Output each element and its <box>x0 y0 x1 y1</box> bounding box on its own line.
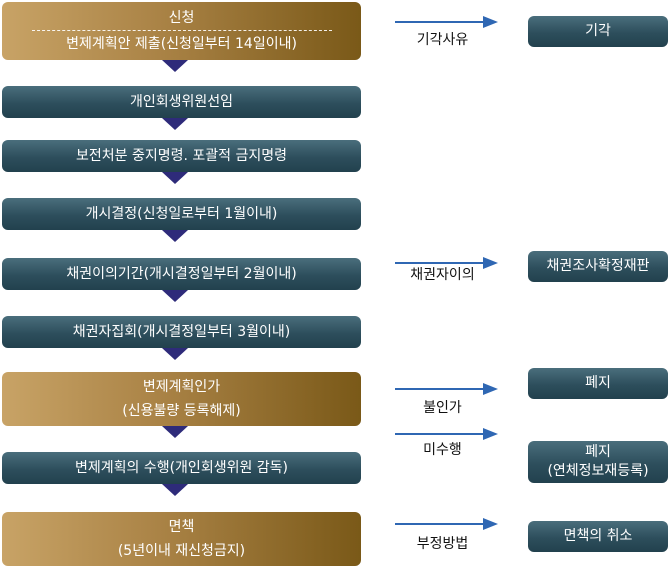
step-application-title: 신청 <box>168 10 195 26</box>
arrow-shaft <box>395 388 485 390</box>
down-arrow-icon <box>162 484 188 496</box>
step-label: 개인회생위원선임 <box>129 94 234 110</box>
arrow-head-icon <box>483 518 498 530</box>
down-arrow-icon <box>162 426 188 438</box>
step-application-detail: 변제계획안 제출(신청일부터 14일이내) <box>66 36 297 52</box>
branch-arrow <box>395 428 500 440</box>
step-application: 신청 변제계획안 제출(신청일부터 14일이내) <box>2 2 361 60</box>
step-commencement-decision: 개시결정(신청일로부터 1월이내) <box>2 198 361 230</box>
step-label: 채권이의기간(개시결정일부터 2월이내) <box>66 266 297 282</box>
result-abolition: 폐지 <box>528 368 668 399</box>
branch-label-fraud: 부정방법 <box>416 536 469 552</box>
branch-arrow <box>395 16 500 28</box>
result-dismissal: 기각 <box>528 16 668 47</box>
branch-label-non-performance: 미수행 <box>423 442 462 458</box>
step-objection-period: 채권이의기간(개시결정일부터 2월이내) <box>2 258 361 290</box>
branch-arrow <box>395 257 500 269</box>
arrow-shaft <box>395 262 485 264</box>
result-label: 기각 <box>585 23 611 39</box>
step-discharge: 면책 (5년이내 재신청금지) <box>2 512 361 566</box>
step-plan-approval-detail: (신용불량 등록해제) <box>122 403 241 419</box>
step-creditors-meeting: 채권자집회(개시결정일부터 3월이내) <box>2 316 361 348</box>
step-preservation-orders: 보전처분 중지명령. 포괄적 금지명령 <box>2 140 361 172</box>
arrow-head-icon <box>483 257 498 269</box>
branch-label-non-approval: 불인가 <box>423 400 462 416</box>
down-arrow-icon <box>162 290 188 302</box>
step-plan-approval-title: 변제계획인가 <box>142 379 221 395</box>
arrow-shaft <box>395 21 485 23</box>
down-arrow-icon <box>162 172 188 184</box>
result-label: 면책의 취소 <box>563 528 633 544</box>
arrow-head-icon <box>483 16 498 28</box>
arrow-shaft <box>395 433 485 435</box>
step-label: 개시결정(신청일로부터 1월이내) <box>85 206 278 222</box>
arrow-head-icon <box>483 428 498 440</box>
result-claim-verification-trial: 채권조사확정재판 <box>528 251 668 282</box>
branch-arrow <box>395 518 500 530</box>
step-discharge-title: 면책 <box>168 519 195 535</box>
result-discharge-revocation: 면책의 취소 <box>528 521 668 552</box>
result-label: 채권조사확정재판 <box>546 258 650 274</box>
down-arrow-icon <box>162 348 188 360</box>
down-arrow-icon <box>162 118 188 130</box>
step-discharge-detail: (5년이내 재신청금지) <box>117 543 246 559</box>
result-label: 폐지 <box>585 375 611 391</box>
down-arrow-icon <box>162 60 188 72</box>
down-arrow-icon <box>162 230 188 242</box>
step-commissioner-appointment: 개인회생위원선임 <box>2 86 361 118</box>
result-abolition-reregistration: 폐지 (연체정보재등록) <box>528 441 668 483</box>
step-plan-approval: 변제계획인가 (신용불량 등록해제) <box>2 372 361 426</box>
step-label: 채권자집회(개시결정일부터 3월이내) <box>72 324 291 340</box>
arrow-shaft <box>395 523 485 525</box>
branch-label-creditor-objection: 채권자이의 <box>410 267 475 283</box>
result-label-detail: (연체정보재등록) <box>547 463 649 479</box>
branch-label-dismissal-reason: 기각사유 <box>416 32 469 48</box>
branch-arrow <box>395 383 500 395</box>
dashed-divider <box>31 30 332 31</box>
result-label: 폐지 <box>585 444 611 460</box>
step-label: 변제계획의 수행(개인회생위원 감독) <box>74 460 289 476</box>
step-label: 보전처분 중지명령. 포괄적 금지명령 <box>76 148 287 164</box>
step-plan-execution: 변제계획의 수행(개인회생위원 감독) <box>2 452 361 484</box>
arrow-head-icon <box>483 383 498 395</box>
